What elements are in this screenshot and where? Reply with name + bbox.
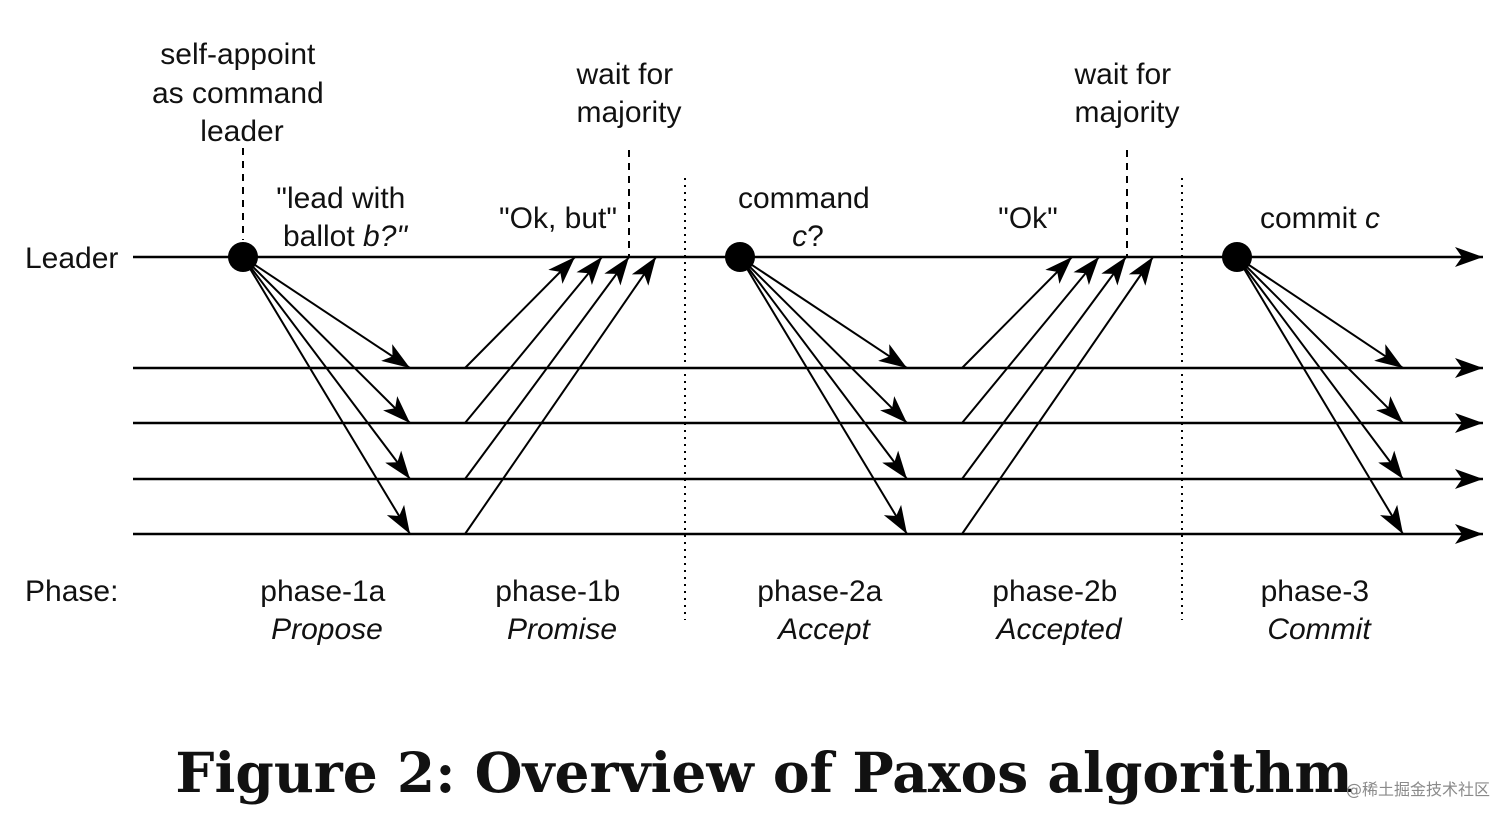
arrow-phase-2a-to-acceptor-1 [739,256,908,369]
timelines [133,247,1483,544]
arrow-phase-2a-to-acceptor-4 [739,256,908,535]
ok-but-message: "Ok, but" [499,202,617,235]
leader-events [228,242,1252,272]
arrow-phase-1b-from-acceptor-3 [464,256,630,480]
dashed-markers [242,148,1128,257]
phase-header-label: Phase: [25,575,118,608]
event-dot-phase-2a [725,242,755,272]
phase-1b-label: phase-1b Promise [495,575,628,646]
command-c-message: command c? [738,182,878,253]
arrow-phase-1a-to-acceptor-1 [242,256,411,369]
arrow-phase-1b-from-acceptor-4 [464,256,657,535]
arrow-phase-1a-to-acceptor-2 [242,256,411,424]
phase-separators [684,178,1183,620]
commit-c-message: commit c [1260,202,1380,235]
event-dot-phase-3 [1222,242,1252,272]
phase-2b-label: phase-2b Accepted [992,575,1125,646]
arrow-phase-3-to-acceptor-2 [1236,256,1404,424]
arrow-phase-2a-to-acceptor-3 [739,256,908,480]
self-appoint-annotation: self-appoint as command leader [152,38,332,148]
message-arrows [242,256,1404,535]
arrow-phase-1b-from-acceptor-1 [464,256,576,369]
lead-with-ballot-message: "lead with ballot b?" [276,182,413,253]
arrow-phase-1a-to-acceptor-4 [242,256,411,535]
ok-message: "Ok" [998,202,1058,235]
arrow-phase-3-to-acceptor-4 [1236,256,1404,535]
figure-caption: Figure 2: Overview of Paxos algorithm [175,740,1352,805]
phase-1a-label: phase-1a Propose [260,575,393,646]
arrow-phase-2b-from-acceptor-2 [961,256,1100,424]
leader-label: Leader [25,242,118,275]
arrow-phase-2b-from-acceptor-1 [961,256,1073,369]
arrow-phase-2a-to-acceptor-2 [739,256,908,424]
arrow-phase-2b-from-acceptor-4 [961,256,1154,535]
arrow-phase-1a-to-acceptor-3 [242,256,411,480]
wait-majority-annotation-1: wait for majority [575,58,681,129]
arrow-phase-1b-from-acceptor-2 [464,256,603,424]
arrow-phase-3-to-acceptor-1 [1236,256,1404,369]
arrow-phase-3-to-acceptor-3 [1236,256,1404,480]
wait-majority-annotation-2: wait for majority [1073,58,1179,129]
arrow-phase-2b-from-acceptor-3 [961,256,1127,480]
watermark: @稀土掘金技术社区 [1346,780,1490,799]
phase-3-label: phase-3 Commit [1261,575,1378,646]
phase-2a-label: phase-2a Accept [757,575,890,646]
event-dot-phase-1a [228,242,258,272]
